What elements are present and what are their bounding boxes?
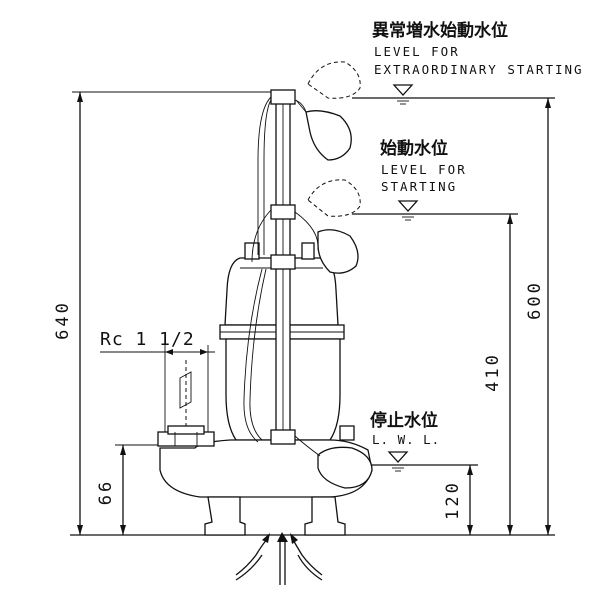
pipe-size-leader	[100, 345, 215, 435]
extraordinary-level-jp: 異常増水始動水位	[372, 20, 508, 41]
float-extraordinary	[295, 61, 361, 161]
dimension-120	[467, 465, 473, 535]
pump-body	[157, 242, 373, 536]
pipe-size-label: Rc 1 1/2	[100, 329, 195, 350]
dimension-640-label: 640	[53, 300, 73, 340]
dimension-120-label: 120	[443, 480, 463, 520]
water-level-starting	[352, 200, 518, 221]
starting-level-en-1: LEVEL FOR	[381, 162, 467, 177]
stop-level-jp: 停止水位	[370, 410, 438, 431]
dimension-640	[72, 91, 275, 535]
extraordinary-level-en-2: EXTRAORDINARY STARTING	[374, 62, 584, 77]
dimension-410	[507, 214, 513, 535]
starting-level-jp: 始動水位	[380, 138, 448, 159]
dimension-600	[545, 98, 551, 535]
extraordinary-level-en-1: LEVEL FOR	[374, 44, 460, 59]
dimension-600-label: 600	[525, 280, 545, 320]
dimension-66-label: 66	[96, 479, 116, 505]
starting-level-en-2: STARTING	[381, 179, 457, 194]
water-level-stop	[355, 451, 478, 472]
water-level-extraordinary	[352, 84, 555, 105]
inflow-arrows	[235, 532, 323, 585]
dimension-410-label: 410	[483, 352, 503, 392]
dimension-66	[115, 444, 165, 535]
float-switch-assembly	[243, 89, 321, 457]
float-starting	[307, 179, 361, 274]
stop-level-en: L. W. L.	[372, 432, 440, 447]
